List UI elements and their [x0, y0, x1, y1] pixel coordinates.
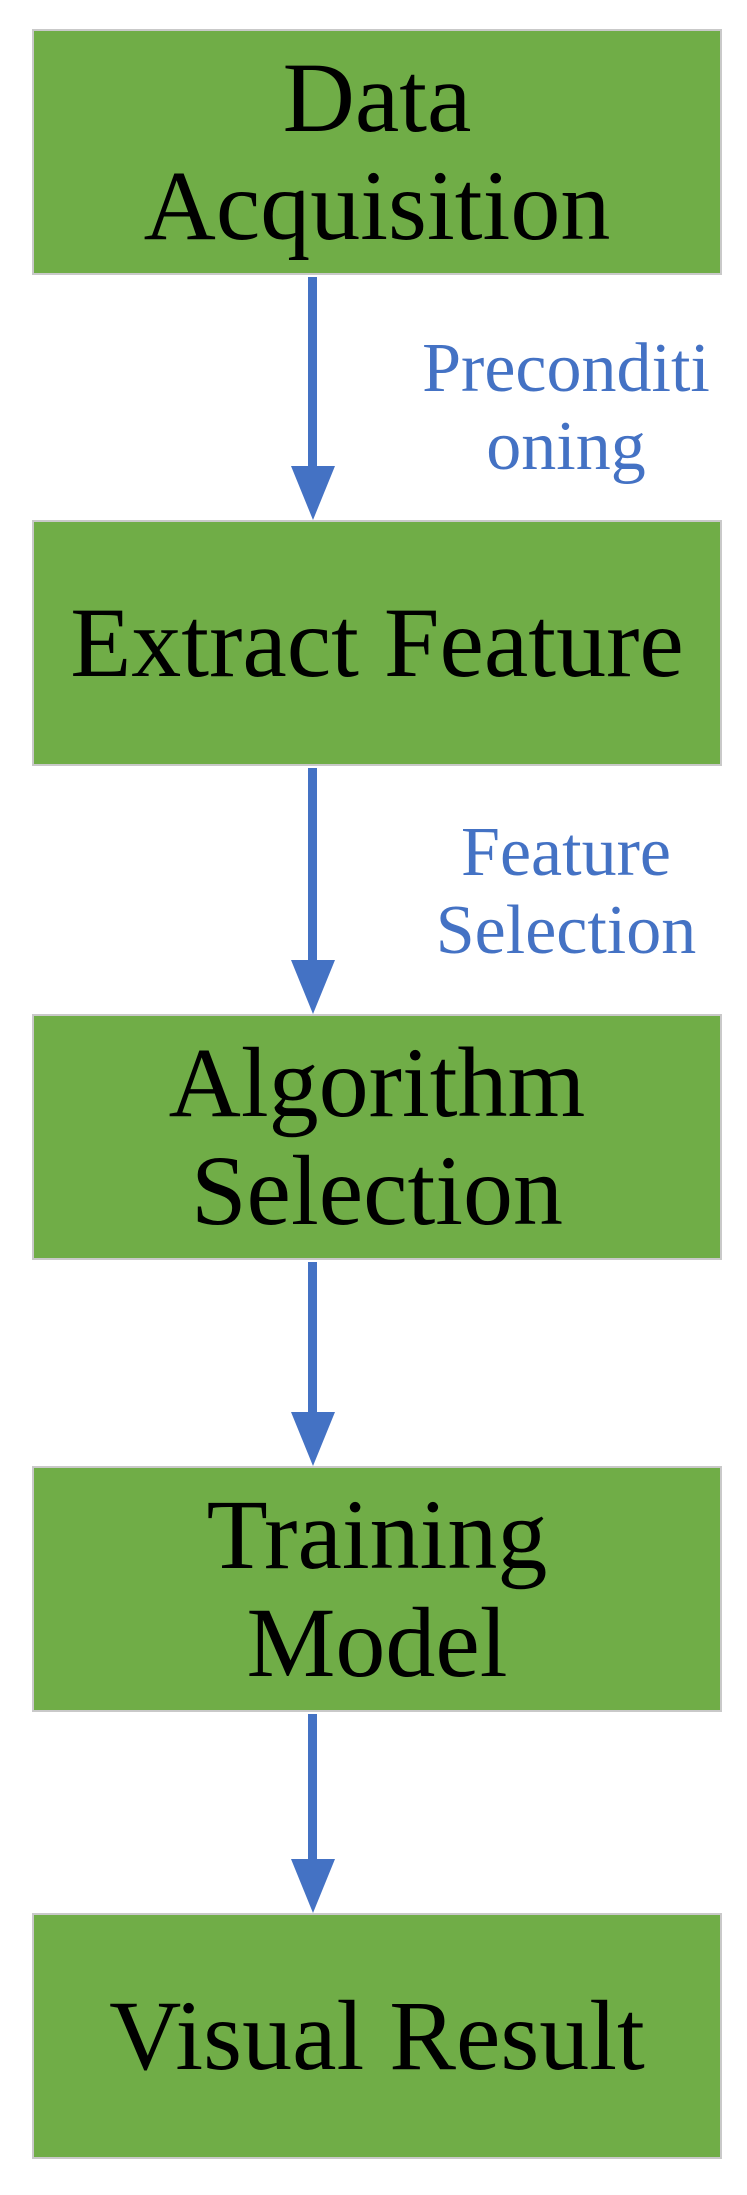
- arrow-shaft: [308, 768, 317, 962]
- arrow-head-icon: [291, 466, 335, 520]
- edge-label-feature-selection: Feature Selection: [435, 814, 697, 969]
- arrow-head-icon: [291, 1859, 335, 1913]
- node-extract-feature: Extract Feature: [32, 520, 722, 766]
- node-data-acquisition: Data Acquisition: [32, 29, 722, 275]
- arrow-head-icon: [291, 960, 335, 1014]
- edge-label-preconditioning: Preconditi oning: [422, 330, 710, 485]
- node-visual-result: Visual Result: [32, 1913, 722, 2159]
- arrow-shaft: [308, 277, 317, 467]
- arrow-shaft: [308, 1262, 317, 1413]
- node-training-model: Training Model: [32, 1466, 722, 1712]
- node-algorithm-selection: Algorithm Selection: [32, 1014, 722, 1260]
- arrow-head-icon: [291, 1412, 335, 1466]
- arrow-shaft: [308, 1714, 317, 1860]
